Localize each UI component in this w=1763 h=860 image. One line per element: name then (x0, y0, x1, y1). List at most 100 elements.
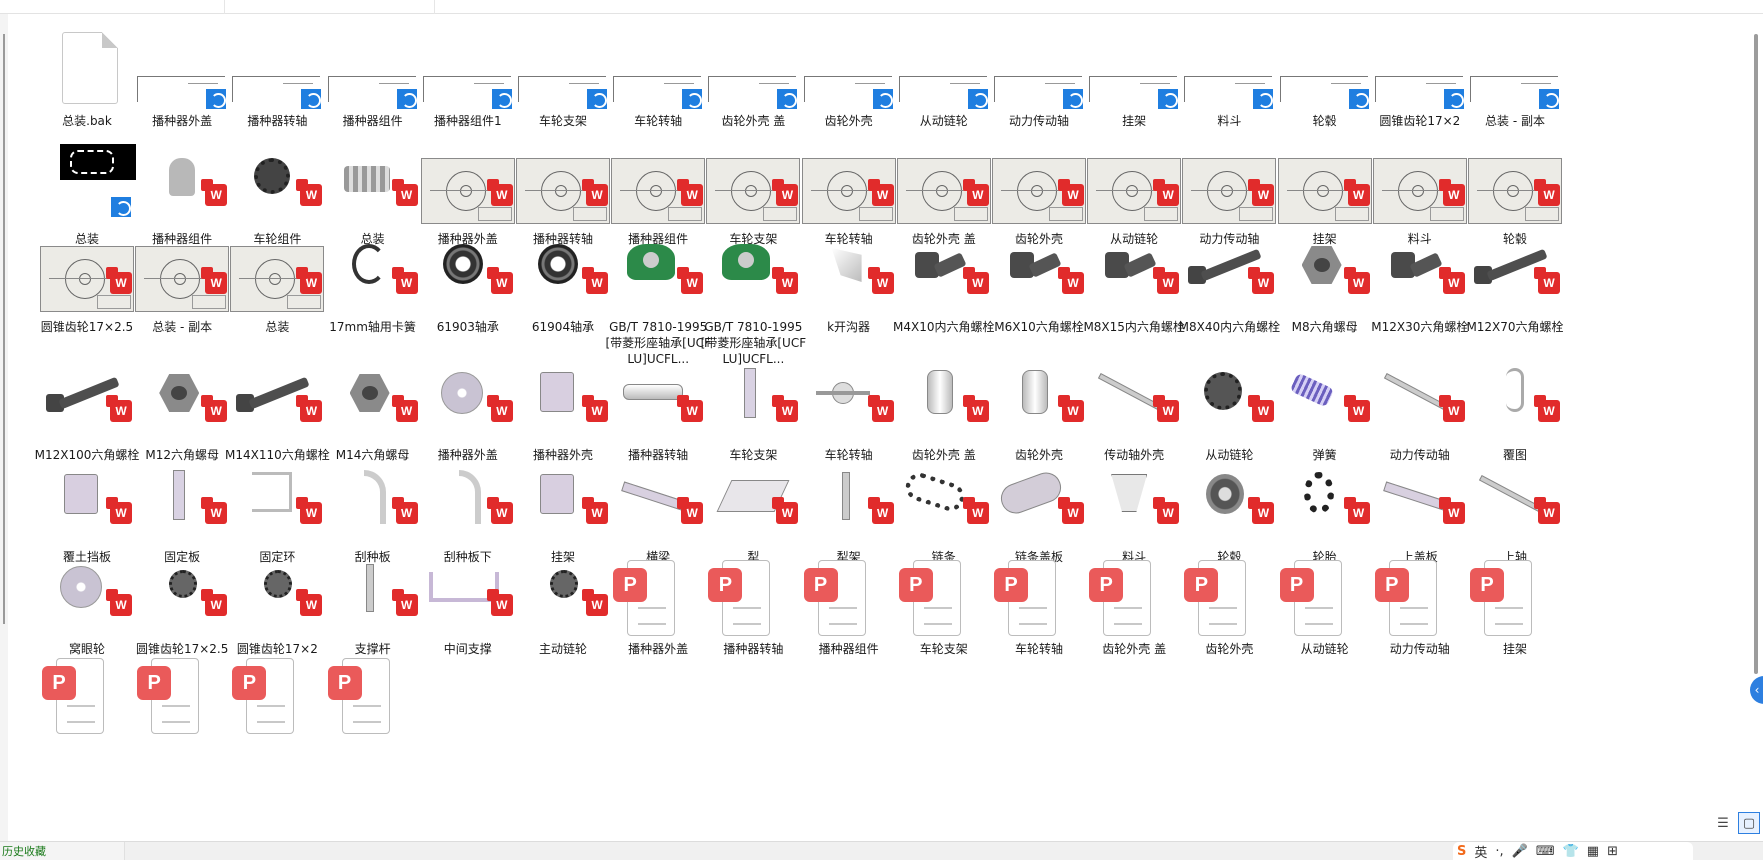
file-thumbnail[interactable]: W (415, 462, 521, 546)
file-thumbnail[interactable]: P (320, 652, 426, 736)
ime-language[interactable]: 英 (1474, 845, 1488, 860)
microphone-icon[interactable]: 🎤 (1511, 843, 1528, 859)
file-thumbnail[interactable]: W (700, 144, 806, 228)
file-thumbnail[interactable]: P (1367, 554, 1473, 638)
punctuation-icon[interactable]: ·, (1495, 843, 1504, 859)
file-thumbnail[interactable] (415, 26, 521, 110)
file-thumbnail[interactable]: W (510, 462, 616, 546)
file-thumbnail[interactable]: W (1462, 360, 1568, 444)
file-thumbnail[interactable]: W (891, 360, 997, 444)
file-thumbnail[interactable]: W (224, 360, 330, 444)
file-thumbnail[interactable]: W (1081, 462, 1187, 546)
file-thumbnail[interactable]: W (415, 232, 521, 316)
file-thumbnail[interactable]: W (605, 360, 711, 444)
file-thumbnail[interactable]: W (1176, 462, 1282, 546)
file-thumbnail[interactable]: W (1176, 144, 1282, 228)
file-thumbnail[interactable]: W (510, 232, 616, 316)
file-thumbnail[interactable]: W (700, 360, 806, 444)
file-thumbnail[interactable]: W (1462, 232, 1568, 316)
file-thumbnail[interactable] (1176, 26, 1282, 110)
file-thumbnail[interactable]: W (129, 144, 235, 228)
file-thumbnail[interactable]: P (1272, 554, 1378, 638)
keyboard-icon[interactable]: ⌨ (1535, 843, 1555, 859)
file-thumbnail[interactable]: W (891, 232, 997, 316)
file-thumbnail[interactable]: W (1272, 144, 1378, 228)
file-thumbnail[interactable]: P (700, 554, 806, 638)
file-thumbnail[interactable]: P (129, 652, 235, 736)
file-thumbnail[interactable] (605, 26, 711, 110)
file-thumbnail[interactable]: W (320, 360, 426, 444)
file-thumbnail[interactable]: W (796, 144, 902, 228)
file-thumbnail[interactable]: W (986, 232, 1092, 316)
file-thumbnail[interactable]: W (129, 554, 235, 638)
file-thumbnail[interactable]: W (224, 462, 330, 546)
file-thumbnail[interactable] (320, 26, 426, 110)
file-thumbnail[interactable]: P (224, 652, 330, 736)
file-thumbnail[interactable]: P (1081, 554, 1187, 638)
file-thumbnail[interactable]: W (605, 144, 711, 228)
file-thumbnail[interactable]: W (1272, 462, 1378, 546)
file-thumbnail[interactable]: W (1081, 360, 1187, 444)
file-thumbnail[interactable]: W (34, 462, 140, 546)
file-thumbnail[interactable]: W (224, 554, 330, 638)
file-thumbnail[interactable]: W (320, 232, 426, 316)
file-thumbnail[interactable]: W (224, 144, 330, 228)
file-thumbnail[interactable] (1462, 26, 1568, 110)
file-thumbnail[interactable] (34, 26, 140, 110)
file-thumbnail[interactable] (986, 26, 1092, 110)
vertical-scrollbar[interactable]: ‹ (1750, 14, 1763, 808)
file-thumbnail[interactable] (34, 144, 140, 228)
file-thumbnail[interactable]: W (1367, 144, 1473, 228)
file-thumbnail[interactable]: W (1272, 232, 1378, 316)
skin-icon[interactable]: 👕 (1562, 843, 1579, 859)
file-thumbnail[interactable]: W (129, 462, 235, 546)
file-thumbnail[interactable]: W (320, 462, 426, 546)
file-thumbnail[interactable]: W (415, 554, 521, 638)
file-thumbnail[interactable]: W (1462, 462, 1568, 546)
file-thumbnail[interactable]: P (34, 652, 140, 736)
collapse-handle-icon[interactable]: ‹ (1750, 676, 1763, 704)
scrollbar-thumb[interactable] (1754, 34, 1758, 674)
file-thumbnail[interactable]: W (129, 232, 235, 316)
file-thumbnail[interactable]: W (129, 360, 235, 444)
file-thumbnail[interactable]: W (34, 360, 140, 444)
file-thumbnail[interactable]: W (224, 232, 330, 316)
pane-scrollbar[interactable] (3, 34, 5, 624)
file-thumbnail[interactable] (510, 26, 616, 110)
file-thumbnail[interactable]: P (605, 554, 711, 638)
file-thumbnail[interactable]: W (796, 462, 902, 546)
file-thumbnail[interactable]: W (510, 554, 616, 638)
file-thumbnail[interactable] (1272, 26, 1378, 110)
file-thumbnail[interactable]: W (34, 554, 140, 638)
file-thumbnail[interactable]: W (1462, 144, 1568, 228)
file-thumbnail[interactable]: P (796, 554, 902, 638)
file-thumbnail[interactable]: W (700, 232, 806, 316)
file-thumbnail[interactable]: W (510, 144, 616, 228)
file-thumbnail[interactable]: W (1081, 232, 1187, 316)
apps-icon[interactable]: ▦ (1586, 843, 1600, 859)
file-thumbnail[interactable]: W (1081, 144, 1187, 228)
file-thumbnail[interactable]: W (1367, 232, 1473, 316)
file-thumbnail[interactable]: W (1272, 360, 1378, 444)
file-thumbnail[interactable] (1081, 26, 1187, 110)
file-thumbnail[interactable]: W (891, 144, 997, 228)
file-thumbnail[interactable]: P (1176, 554, 1282, 638)
history-favorites-tab[interactable]: 历史收藏 (0, 842, 125, 860)
file-thumbnail[interactable]: W (796, 360, 902, 444)
file-thumbnail[interactable]: P (986, 554, 1092, 638)
file-thumbnail[interactable] (129, 26, 235, 110)
file-thumbnail[interactable] (224, 26, 330, 110)
file-thumbnail[interactable]: P (1462, 554, 1568, 638)
file-thumbnail[interactable]: W (796, 232, 902, 316)
file-thumbnail[interactable]: W (34, 232, 140, 316)
large-icons-view-icon[interactable]: ▢ (1738, 812, 1760, 834)
toolbox-icon[interactable]: ⊞ (1607, 843, 1618, 859)
file-thumbnail[interactable]: W (510, 360, 616, 444)
file-thumbnail[interactable]: W (1367, 462, 1473, 546)
file-thumbnail[interactable] (796, 26, 902, 110)
file-thumbnail[interactable]: W (986, 360, 1092, 444)
details-view-icon[interactable]: ☰ (1717, 815, 1729, 831)
file-thumbnail[interactable]: W (320, 554, 426, 638)
file-thumbnail[interactable]: W (1176, 232, 1282, 316)
